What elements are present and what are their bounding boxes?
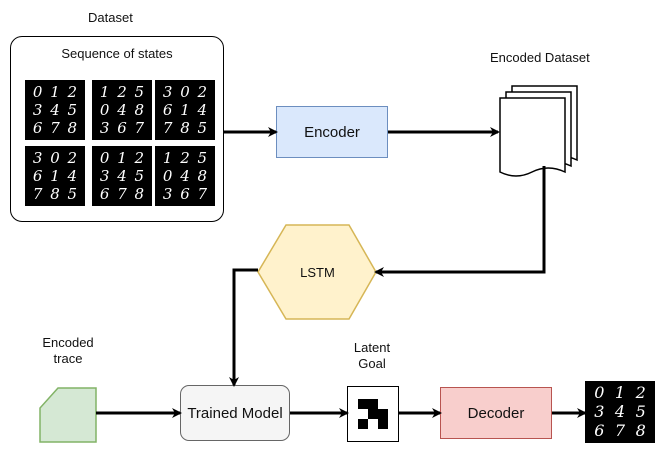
state-digit: 0 [50, 148, 60, 167]
latent-pattern-cell [358, 409, 368, 419]
output-digit: 0 [594, 383, 605, 403]
decoder-label: Decoder [467, 404, 525, 422]
state-digit: 8 [197, 166, 208, 185]
state-digit: 7 [117, 184, 127, 203]
state-digit: 6 [180, 184, 190, 203]
state-digit: 2 [67, 82, 78, 101]
state-digit: 7 [162, 118, 173, 137]
state-digit: 7 [32, 184, 43, 203]
state-digit: 8 [67, 118, 78, 137]
encoder-label: Encoder [304, 123, 360, 141]
latent-goal-label: Latent Goal [353, 340, 391, 371]
state-digit: 6 [117, 118, 127, 137]
state-digit: 8 [180, 118, 190, 137]
latent-pattern-cell [378, 409, 388, 419]
state-digit: 5 [67, 100, 78, 119]
state-digit: 7 [134, 118, 145, 137]
state-digit: 4 [117, 166, 127, 185]
state-digit: 6 [32, 118, 43, 137]
latent-pattern-cell [368, 419, 378, 429]
state-digit: 1 [99, 82, 110, 101]
output-digit: 2 [635, 383, 646, 403]
state-digit: 7 [50, 118, 60, 137]
state-digit: 4 [50, 100, 60, 119]
state-digit: 4 [197, 100, 208, 119]
state-digit: 5 [134, 166, 145, 185]
latent-pattern-cell [358, 419, 368, 429]
state-digit: 6 [32, 166, 43, 185]
state-digit: 0 [180, 82, 190, 101]
encoded-trace-shape[interactable] [39, 387, 97, 443]
state-digit: 1 [180, 100, 190, 119]
state-digit: 2 [134, 148, 145, 167]
state-digit: 1 [50, 166, 60, 185]
state-digit: 3 [32, 148, 43, 167]
state-digit: 1 [162, 148, 173, 167]
state-digit: 8 [134, 184, 145, 203]
dataset-label: Dataset [88, 10, 133, 25]
state-digit: 4 [180, 166, 190, 185]
state-digit: 5 [67, 184, 78, 203]
trained-model-label: Trained Model [187, 404, 283, 422]
encoded-dataset-icon [499, 85, 578, 177]
state-digit: 5 [197, 118, 208, 137]
trained-model-box[interactable]: Trained Model [180, 385, 290, 441]
state-digit: 3 [162, 184, 173, 203]
state-digit: 1 [50, 82, 60, 101]
arrow-encoded-lstm [374, 166, 546, 277]
decoder-box[interactable]: Decoder [440, 387, 552, 439]
state-digit: 0 [162, 166, 173, 185]
output-digit: 6 [594, 420, 605, 440]
sequence-of-states-label: Sequence of states [61, 46, 173, 61]
encoder-box[interactable]: Encoder [276, 106, 388, 158]
latent-pattern-cell [378, 399, 388, 409]
output-digit: 3 [594, 401, 605, 421]
state-digit: 5 [197, 148, 208, 167]
state-digit: 3 [32, 100, 43, 119]
output-digit: 8 [635, 420, 646, 440]
state-digit: 3 [99, 166, 110, 185]
state-digit: 3 [99, 118, 110, 137]
latent-pattern-cell [358, 399, 368, 409]
state-digit: 5 [134, 82, 145, 101]
state-digit: 6 [99, 184, 110, 203]
state-digit: 2 [117, 82, 127, 101]
output-digit: 7 [614, 420, 626, 440]
latent-pattern-cell [368, 399, 378, 409]
state-digit: 4 [117, 100, 127, 119]
latent-pattern-cell [368, 409, 378, 419]
state-digit: 2 [67, 148, 78, 167]
dataset-container: Sequence of states [10, 36, 224, 222]
state-digit: 2 [197, 82, 208, 101]
state-digit: 0 [99, 100, 110, 119]
encoded-dataset-label: Encoded Dataset [490, 50, 590, 65]
output-digit: 4 [614, 401, 626, 421]
state-digit: 7 [197, 184, 208, 203]
state-digit: 0 [99, 148, 110, 167]
output-digit: 5 [635, 401, 646, 421]
state-digit: 8 [50, 184, 60, 203]
state-digit: 6 [162, 100, 173, 119]
state-digit: 1 [117, 148, 127, 167]
state-digit: 3 [162, 82, 173, 101]
arrow-lstm-trained [229, 268, 258, 387]
state-digit: 2 [180, 148, 190, 167]
state-digit: 4 [67, 166, 78, 185]
encoded-trace-label: Encoded trace [42, 335, 94, 366]
lstm-label: LSTM [300, 265, 335, 280]
latent-goal-pattern [358, 399, 388, 429]
state-digit: 0 [32, 82, 43, 101]
state-digit: 8 [134, 100, 145, 119]
latent-pattern-cell [378, 419, 388, 429]
output-digit: 1 [614, 383, 626, 403]
